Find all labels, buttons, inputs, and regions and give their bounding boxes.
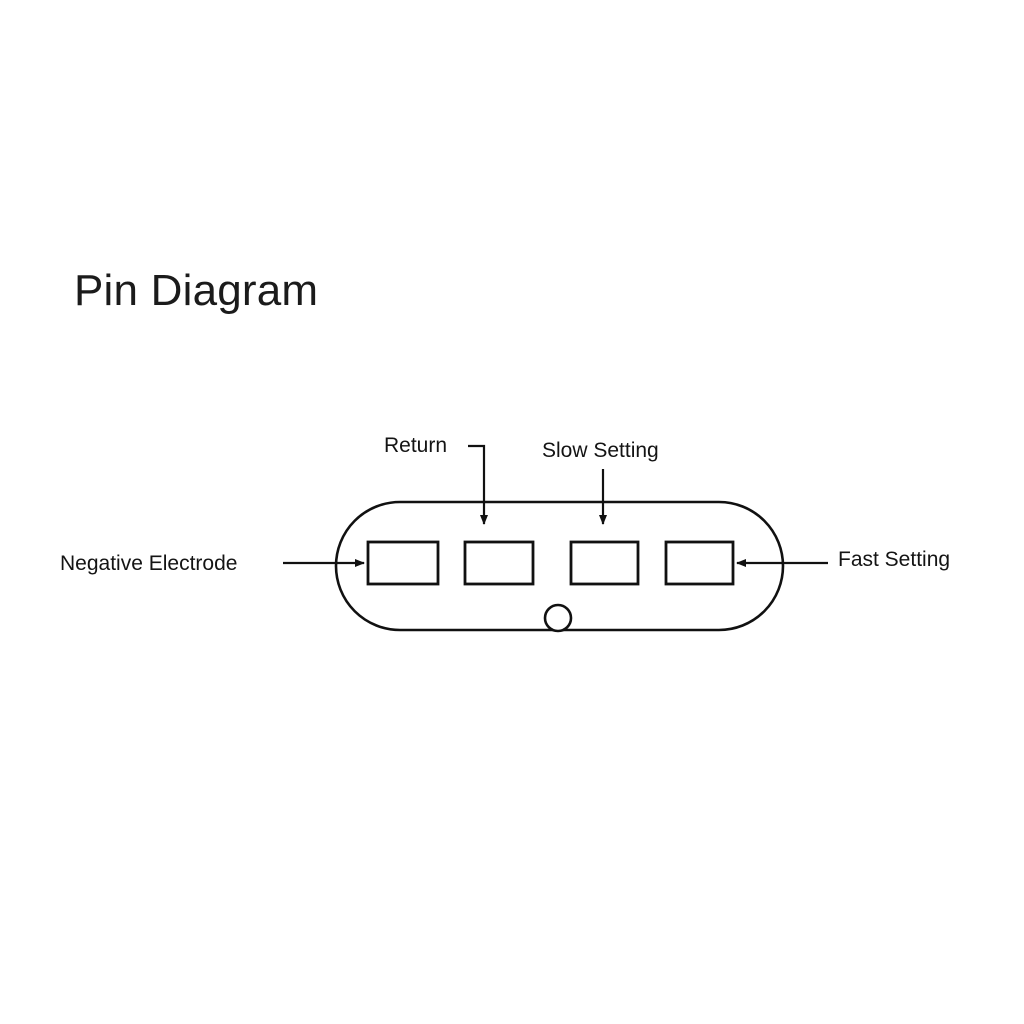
label-fast-setting: Fast Setting xyxy=(838,548,951,571)
callout-line-return xyxy=(468,444,488,525)
label-negative-electrode: Negative Electrode xyxy=(60,552,238,575)
bottom-notch-circle xyxy=(543,603,573,633)
pin-4-fast-setting[interactable] xyxy=(664,540,735,586)
label-slow-setting: Slow Setting xyxy=(542,439,659,462)
page-title: Pin Diagram xyxy=(74,266,319,315)
pin-2-return[interactable] xyxy=(463,540,535,586)
label-return: Return xyxy=(384,434,448,457)
pin-1-negative-electrode[interactable] xyxy=(366,540,440,586)
pin-3-slow-setting[interactable] xyxy=(569,540,640,586)
